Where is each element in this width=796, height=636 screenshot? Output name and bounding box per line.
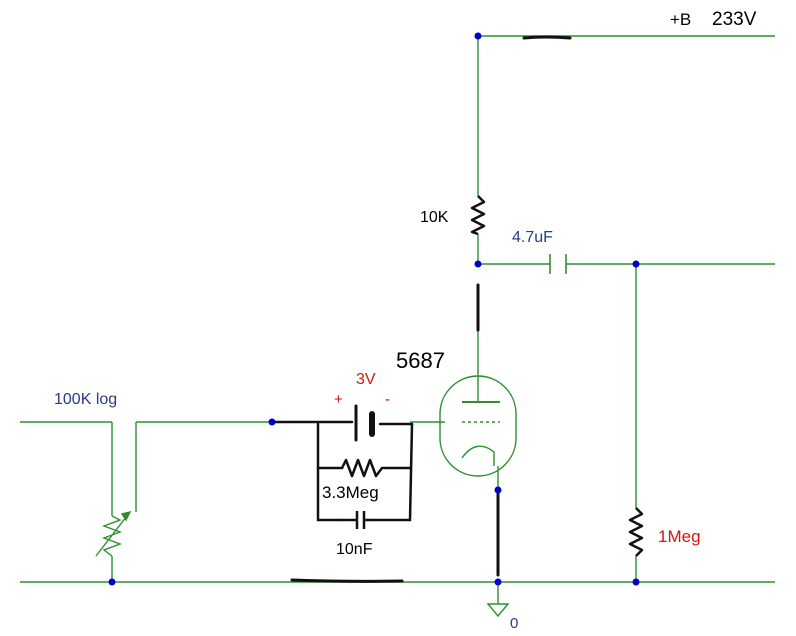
grid-capacitor <box>342 511 372 529</box>
input-pot-label: 100K log <box>54 391 117 408</box>
plate-resistor-label: 10K <box>420 209 449 226</box>
coupling-capacitor <box>549 254 567 274</box>
vacuum-tube <box>439 375 517 477</box>
tube-label: 5687 <box>396 348 445 373</box>
junction-nodes <box>108 32 640 586</box>
bias-voltage-label: 3V <box>356 371 376 388</box>
output-resistor <box>628 507 644 557</box>
ground-icon <box>486 603 510 618</box>
hand-drawn-edits <box>270 35 572 583</box>
plate-resistor <box>470 195 486 236</box>
node-output <box>632 260 640 268</box>
bias-plus-label: + <box>334 391 343 408</box>
tube-cathode <box>461 445 495 466</box>
node-output-ground <box>632 578 640 586</box>
bplus-overdraw <box>522 35 572 40</box>
pot-arrow-head <box>120 510 132 522</box>
supply-prefix-label: +B <box>670 10 691 29</box>
node-plate <box>474 260 482 268</box>
grid-resistor-label: 3.3Meg <box>322 483 379 502</box>
node-cathode <box>494 486 502 494</box>
bias-network-right <box>370 422 414 522</box>
bias-network-left <box>316 422 344 522</box>
output-resistor-label: 1Meg <box>658 527 701 546</box>
node-ground <box>494 578 502 586</box>
grid-cap-label: 10nF <box>336 541 373 558</box>
tube-envelope <box>439 375 517 477</box>
grid-resistor <box>340 458 383 478</box>
bias-battery <box>354 404 375 442</box>
input-potentiometer <box>95 510 132 557</box>
node-grid-input <box>268 418 276 426</box>
pot-adjust-arrow <box>95 511 131 557</box>
node-bplus <box>474 32 482 40</box>
node-pot-ground <box>108 578 116 586</box>
supply-voltage-label: 233V <box>712 9 757 30</box>
coupling-cap-label: 4.7uF <box>512 229 553 246</box>
ground-overdraw <box>290 578 404 583</box>
ground-node-label: 0 <box>510 615 518 632</box>
bias-minus-label: - <box>385 391 390 408</box>
